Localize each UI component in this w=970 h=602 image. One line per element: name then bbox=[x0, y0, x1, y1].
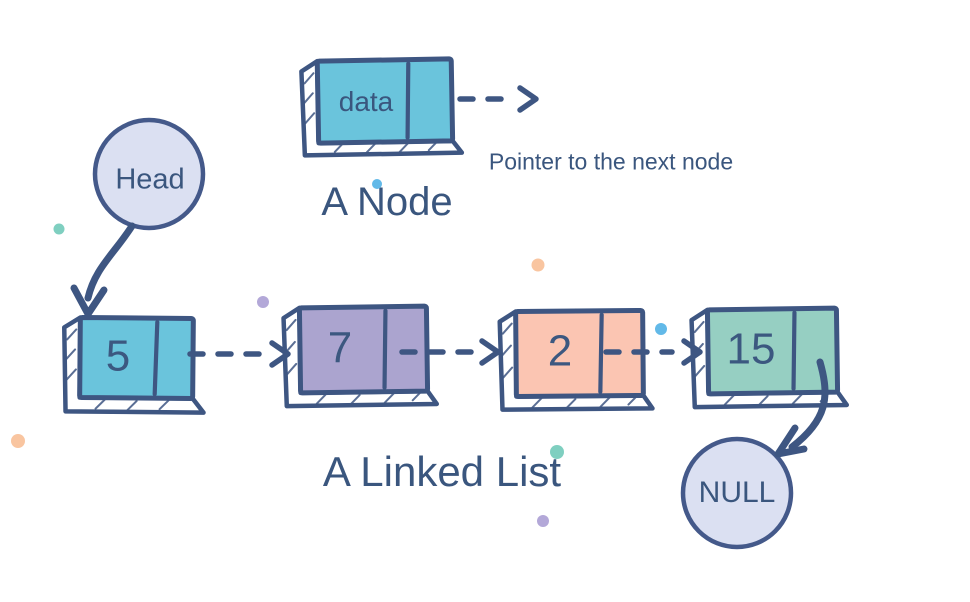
node-box-7-face bbox=[296, 303, 431, 396]
node-box-7-divider bbox=[382, 308, 388, 390]
arrow-node15-to-null bbox=[774, 358, 829, 458]
arrow-node2-to-node15-head bbox=[681, 338, 703, 366]
arrow-node5-to-node7 bbox=[187, 340, 291, 368]
head-circle bbox=[92, 117, 206, 231]
node-box-2-face bbox=[513, 307, 646, 400]
decorative-dots bbox=[11, 223, 667, 527]
arrow-node15-to-null-line bbox=[788, 358, 829, 451]
dot-orange-mid bbox=[531, 258, 545, 272]
node-box-data-face bbox=[314, 56, 456, 146]
arrow-node5-to-node7-head bbox=[269, 340, 291, 368]
null-circle bbox=[680, 436, 794, 550]
node-box-data-divider bbox=[405, 61, 411, 140]
dot-blue-mid-right bbox=[655, 323, 667, 335]
arrow-node7-to-node2-head bbox=[479, 338, 501, 366]
node-box-5-divider bbox=[152, 320, 160, 397]
node-box-15 bbox=[689, 305, 850, 410]
arrow-head-to-node5 bbox=[70, 222, 136, 318]
node-box-data bbox=[299, 56, 465, 158]
arrow-head-to-node5-tip bbox=[70, 284, 108, 318]
node-box-15-face bbox=[704, 305, 841, 397]
arrow-head-to-node5-line bbox=[84, 222, 136, 302]
node-box-2 bbox=[497, 307, 655, 412]
dot-purple-mid-left bbox=[257, 296, 269, 308]
pointer-arrow-example bbox=[457, 85, 539, 113]
node-box-5 bbox=[62, 315, 206, 415]
arrow-node2-to-node15 bbox=[603, 338, 703, 366]
pointer-arrow-example-head bbox=[517, 85, 539, 113]
node-box-5-hatch bbox=[64, 328, 170, 411]
dot-teal-bottom bbox=[550, 445, 564, 459]
arrow-node7-to-node2 bbox=[399, 338, 501, 366]
dot-orange-lower-left bbox=[11, 434, 25, 448]
node-box-2-hatch bbox=[501, 322, 639, 410]
node-box-15-divider bbox=[791, 310, 797, 391]
dot-purple-bottom bbox=[537, 515, 549, 527]
arrow-node15-to-null-tip bbox=[774, 424, 808, 458]
node-box-data-hatch bbox=[302, 72, 439, 154]
node-box-7-hatch bbox=[285, 318, 423, 406]
dot-teal-upper-left bbox=[53, 223, 65, 235]
node-box-2-divider bbox=[598, 312, 604, 394]
node-box-5-face bbox=[77, 315, 196, 401]
node-box-7 bbox=[281, 303, 440, 409]
